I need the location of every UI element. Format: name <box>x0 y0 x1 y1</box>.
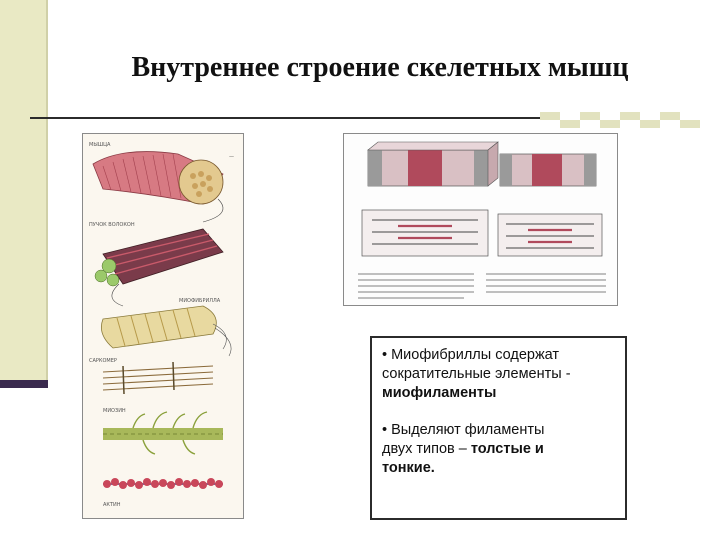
bullet-1-line-1: • Миофибриллы содержат <box>382 347 560 363</box>
svg-text:АКТИН: АКТИН <box>103 502 121 508</box>
slide-title: Внутреннее строение скелетных мышц <box>131 52 629 83</box>
svg-text:САРКОМЕР: САРКОМЕР <box>89 358 117 364</box>
muscle-fiber-drawing: ПУЧОК ВОЛОКОН <box>89 222 224 287</box>
bullet-2-line-2-bold: толстые и <box>470 441 544 457</box>
sarcomere-structure-figure <box>343 133 618 306</box>
actin-drawing: АКТИН <box>103 478 223 508</box>
bullet-myofibrils: • Миофибриллы содержат сократительные эл… <box>382 346 615 403</box>
left-accent-bar <box>0 380 48 388</box>
myofibril-block-right <box>499 153 597 187</box>
svg-text:ПУЧОК ВОЛОКОН: ПУЧОК ВОЛОКОН <box>89 222 135 228</box>
decorative-checker <box>540 112 700 128</box>
title-rule <box>30 117 540 119</box>
bullet-2-line-3: тонкие. <box>382 460 435 476</box>
bullet-1-line-2: сократительные элементы - <box>382 366 571 382</box>
myofibril-block-left <box>367 141 499 187</box>
left-decorative-bar <box>0 0 48 388</box>
bullet-filaments: • Выделяют филаменты двух типов – толсты… <box>382 421 615 478</box>
svg-text:МИОФИБРИЛЛА: МИОФИБРИЛЛА <box>179 298 221 304</box>
description-text-box: • Миофибриллы содержат сократительные эл… <box>370 336 627 520</box>
bullet-2-line-2-plain: двух типов – <box>382 441 471 457</box>
svg-text:МЫШЦА: МЫШЦА <box>89 142 111 148</box>
myofibril-drawing: МИОФИБРИЛЛА <box>100 298 232 357</box>
bullet-1-line-3: миофиламенты <box>382 385 497 401</box>
left-bar-edge <box>46 0 48 388</box>
bullet-2-line-1: • Выделяют филаменты <box>382 422 545 438</box>
svg-text:—: — <box>229 154 234 160</box>
bullet-2-line-2: двух типов – толстые и <box>382 440 615 459</box>
filament-lattice-left <box>361 209 489 257</box>
svg-text:МИОЗИН: МИОЗИН <box>103 408 126 414</box>
muscle-structure-illustration: МЫШЦА — ПУЧОК ВОЛОКОН МИОФИБРИЛЛА <box>82 133 244 519</box>
filament-lattice-right <box>497 213 603 257</box>
sarcomere-drawing: САРКОМЕР <box>89 358 214 395</box>
figure-caption-lines <box>358 273 606 299</box>
muscle-hierarchy-drawing: МЫШЦА — ПУЧОК ВОЛОКОН МИОФИБРИЛЛА <box>89 142 234 508</box>
sarcomere-diagram <box>358 141 606 299</box>
whole-muscle-drawing: МЫШЦА — <box>89 142 234 205</box>
filaments-drawing: МИОЗИН <box>103 408 223 455</box>
